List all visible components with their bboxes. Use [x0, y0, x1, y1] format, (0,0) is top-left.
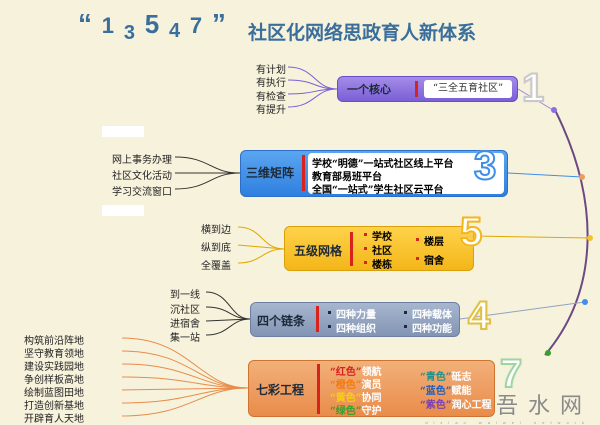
title-numbers: “ 1 3 5 4 7 ”	[78, 8, 227, 44]
arc-dot-1	[551, 107, 557, 113]
title-num-7: 7	[189, 13, 204, 38]
title-num-4: 4	[168, 20, 182, 42]
core-content: “三全五育社区”	[424, 80, 512, 98]
number-3-icon: 3	[473, 143, 497, 189]
seven-item-green: “绿色”守护	[330, 406, 382, 417]
matrix-label: 社区文化活动	[112, 171, 172, 182]
core-label: 有检查	[256, 92, 286, 103]
matrix-label: 网上事务办理	[112, 155, 172, 166]
seven-item-orange: “橙色”演员	[330, 380, 382, 391]
matrix-label: 学习交流窗口	[112, 187, 172, 198]
grid-title: 五级网格	[294, 244, 343, 258]
title-num-1: 1	[101, 13, 116, 38]
grid-label: 纵到底	[201, 243, 231, 254]
page-title: 社区化网络思政育人新体系	[248, 22, 477, 44]
grid-label: 横到边	[201, 225, 231, 236]
seven-item-blue: “蓝色”赋能	[420, 386, 472, 397]
chain-label: 进宿舍	[170, 319, 200, 330]
seven-label: 争创样板高地	[24, 375, 84, 386]
seven-label: 坚守教育领地	[24, 349, 84, 360]
number-5-icon: 5	[459, 209, 483, 255]
grid-item: 楼层	[424, 237, 444, 248]
title-quote-close: ”	[211, 8, 227, 39]
matrix-item: 教育部易班平台	[312, 172, 382, 183]
matrix-item: 学校“明德”一站式社区线上平台	[312, 159, 454, 170]
seven-divider	[317, 364, 320, 414]
seven-label: 绘制蓝图田地	[24, 388, 84, 399]
core-label: 有计划	[256, 65, 286, 76]
grid-bullet	[416, 238, 419, 241]
seven-item-yellow: “黄色”协同	[330, 393, 382, 404]
chain-item: 四种载体	[412, 310, 452, 321]
seven-title: 七彩工程	[256, 383, 305, 397]
chain-bullet	[404, 311, 407, 314]
title-num-5: 5	[144, 9, 161, 39]
seven-label: 构筑前沿阵地	[24, 336, 84, 347]
chain-title: 四个链条	[257, 314, 306, 328]
grid-box	[284, 226, 474, 271]
chain-box	[250, 302, 460, 337]
chain-bullet	[404, 325, 407, 328]
arc-dot-4	[582, 299, 588, 305]
chain-bullet	[328, 311, 331, 314]
seven-item-cyan: “青色”砥志	[420, 372, 472, 383]
chain-divider	[316, 306, 319, 332]
watermark: 吾水网	[495, 394, 592, 419]
core-label: 有执行	[256, 78, 286, 89]
seven-label: 建设实践园地	[24, 362, 84, 373]
title-num-3: 3	[123, 22, 136, 44]
matrix-items-box	[308, 153, 504, 194]
grid-item: 宿舍	[424, 256, 444, 267]
arc-dot-7	[545, 350, 551, 356]
title-quote-open: “	[78, 8, 93, 39]
number-1-icon: 1	[521, 65, 545, 111]
chain-item: 四种组织	[336, 324, 376, 335]
matrix-divider	[302, 155, 305, 191]
grid-bullet	[364, 261, 367, 264]
arc-dot-3	[579, 174, 585, 180]
grid-bullet	[364, 233, 367, 236]
chain-label: 沉社区	[170, 305, 200, 316]
chain-label: 集一站	[170, 333, 200, 344]
seven-item-purple: “紫色”润心工程	[420, 400, 492, 411]
blank-placeholder	[102, 205, 144, 216]
grid-label: 全覆盖	[201, 261, 231, 272]
grid-bullet	[364, 247, 367, 250]
seven-label: 开辟育人天地	[24, 414, 84, 425]
chain-bullet	[328, 325, 331, 328]
core-divider	[415, 81, 418, 97]
matrix-title: 三维矩阵	[246, 166, 295, 180]
seven-label: 打造创新基地	[24, 401, 84, 412]
grid-divider	[350, 232, 353, 266]
grid-bullet	[416, 257, 419, 260]
core-title: 一个核心	[347, 83, 391, 96]
seven-box	[248, 360, 495, 417]
grid-item: 社区	[372, 246, 392, 257]
core-label: 有提升	[256, 105, 286, 116]
chain-label: 到一线	[170, 290, 200, 301]
grid-item: 楼栋	[372, 260, 392, 271]
grid-item: 学校	[372, 232, 392, 243]
chain-item: 四种力量	[336, 310, 376, 321]
seven-item-red: “红色”领航	[330, 367, 382, 378]
watermark-sub: dixiao waiwei network	[425, 420, 590, 425]
arc-dot-5	[587, 235, 593, 241]
number-7-icon: 7	[499, 351, 523, 397]
chain-item: 四种功能	[412, 324, 452, 335]
blank-placeholder	[102, 126, 144, 137]
number-4-icon: 4	[467, 293, 491, 339]
matrix-item: 全国“一站式”学生社区云平台	[312, 185, 444, 196]
